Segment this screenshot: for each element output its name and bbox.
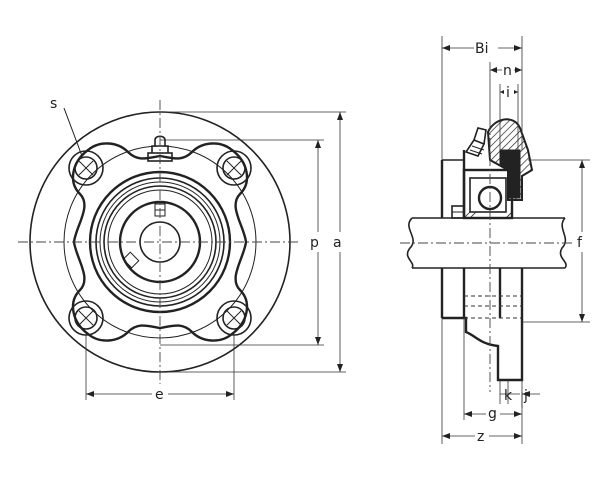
label-bi: Bi xyxy=(475,41,489,57)
housing-outline xyxy=(71,142,249,342)
label-f: f xyxy=(577,235,583,251)
housing-section-solid xyxy=(499,149,521,199)
label-i: i xyxy=(506,85,510,101)
label-e: e xyxy=(155,387,164,403)
label-s: s xyxy=(50,96,57,112)
label-k: k xyxy=(504,388,513,404)
bolt-hole-top-left xyxy=(68,150,104,186)
label-a: a xyxy=(333,235,342,251)
grease-nipple-side xyxy=(464,127,487,157)
dimension-g: g xyxy=(463,318,523,422)
s-leader xyxy=(63,107,83,157)
dimension-n: n xyxy=(489,60,522,120)
dimension-p: p xyxy=(160,139,327,346)
label-z: z xyxy=(477,429,484,445)
dimension-bi: Bi xyxy=(441,36,523,160)
dimension-z: z xyxy=(441,318,523,445)
dimension-i: i xyxy=(499,82,519,150)
label-j: j xyxy=(523,388,528,404)
bolt-hole-bottom-left xyxy=(68,300,104,336)
dimension-a: a xyxy=(160,111,349,373)
dimension-e: e xyxy=(85,335,235,403)
dimension-f: f xyxy=(522,159,590,323)
dimension-j: j xyxy=(521,380,540,408)
bearing-section xyxy=(451,168,514,220)
bolt-hole-top-right xyxy=(216,150,252,186)
front-view: s e p a xyxy=(18,96,349,403)
label-n: n xyxy=(503,63,512,79)
label-g: g xyxy=(488,406,497,422)
dimension-k: k xyxy=(499,380,520,404)
label-p: p xyxy=(310,235,319,251)
side-view: Bi n i f xyxy=(400,36,590,445)
set-screw-angled xyxy=(122,251,140,269)
